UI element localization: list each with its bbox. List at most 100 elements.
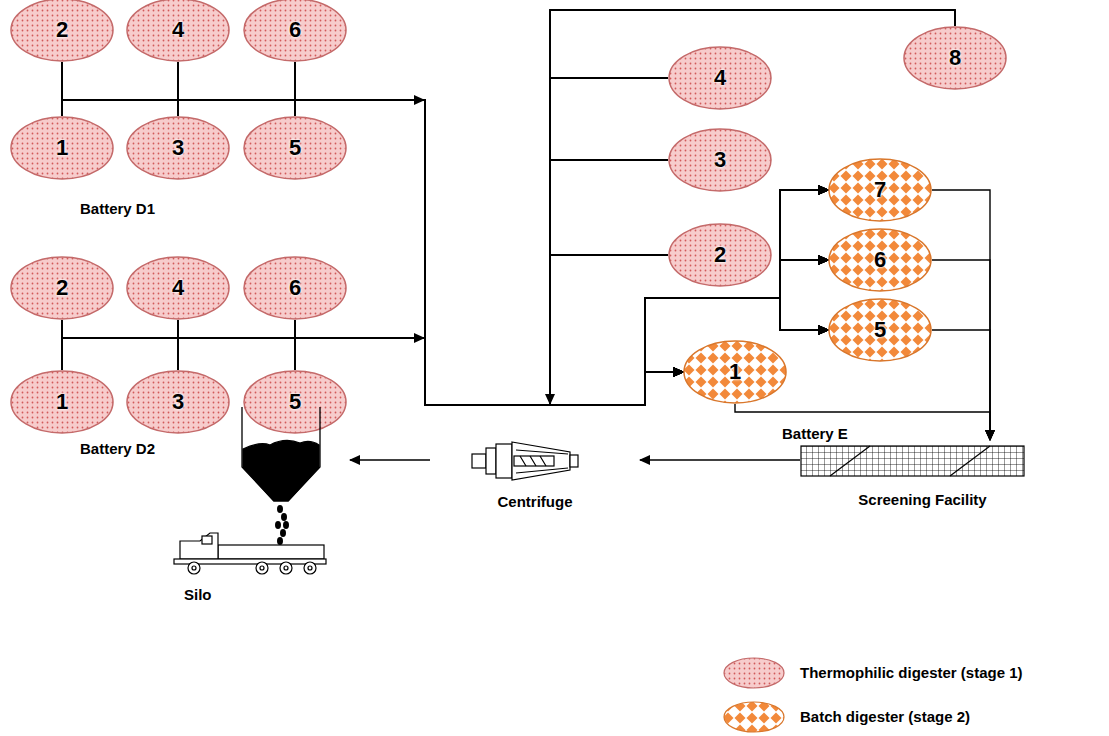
legend-text: Batch digester (stage 2) xyxy=(800,708,970,725)
digester-number: 6 xyxy=(874,247,886,273)
digester-number: 1 xyxy=(56,389,68,415)
digester-number: 2 xyxy=(714,242,726,268)
connector xyxy=(550,10,955,405)
thermophilic-digester: 4 xyxy=(126,0,230,62)
connector xyxy=(295,100,828,405)
legend-text: Thermophilic digester (stage 1) xyxy=(800,664,1023,681)
connector xyxy=(62,62,828,405)
batch-digester: 1 xyxy=(683,340,787,404)
thermophilic-digester: 1 xyxy=(10,370,114,434)
connector xyxy=(178,100,828,405)
connector xyxy=(178,100,828,405)
thermophilic-digester: 3 xyxy=(126,370,230,434)
connector xyxy=(295,62,828,405)
digester-number: 1 xyxy=(729,359,741,385)
batch-digester: 5 xyxy=(828,298,932,362)
digester-number: 3 xyxy=(172,389,184,415)
connector xyxy=(178,62,828,405)
connector xyxy=(550,190,828,405)
connector xyxy=(62,62,683,405)
connector xyxy=(550,160,683,405)
connector xyxy=(295,298,828,405)
connector xyxy=(550,78,828,405)
connector xyxy=(550,10,955,405)
connector xyxy=(295,62,683,405)
digester-number: 4 xyxy=(714,65,726,91)
connector xyxy=(178,62,828,405)
connector xyxy=(550,78,828,405)
digester-number: 6 xyxy=(289,275,301,301)
connector xyxy=(295,62,828,405)
connector xyxy=(932,330,990,440)
connector xyxy=(295,190,828,405)
connector xyxy=(295,100,683,405)
connector xyxy=(735,404,990,440)
silo-illustration xyxy=(170,405,350,603)
connector xyxy=(178,62,828,405)
connector xyxy=(62,100,828,405)
connector xyxy=(550,10,955,405)
thermophilic-digester: 8 xyxy=(903,26,1007,90)
digester-number: 6 xyxy=(289,17,301,43)
connector xyxy=(62,100,828,405)
connector xyxy=(550,160,828,405)
digester-number: 1 xyxy=(56,135,68,161)
digester-number: 4 xyxy=(172,275,184,301)
connector xyxy=(295,338,683,405)
batch-digester: 7 xyxy=(828,158,932,222)
battery-label: Battery E xyxy=(782,425,848,442)
connector xyxy=(178,100,683,405)
connector xyxy=(550,78,683,405)
legend-swatch xyxy=(722,656,786,690)
connector xyxy=(62,100,828,405)
thermophilic-digester: 4 xyxy=(126,256,230,320)
connector xyxy=(350,459,430,460)
connector xyxy=(62,62,828,405)
thermophilic-digester: 2 xyxy=(668,223,772,287)
connector xyxy=(295,298,828,405)
legend-swatch xyxy=(722,700,786,734)
thermophilic-digester: 6 xyxy=(243,0,347,62)
connector xyxy=(550,160,828,405)
connector xyxy=(295,320,683,405)
connector xyxy=(932,190,990,440)
digester-number: 3 xyxy=(172,135,184,161)
digester-number: 5 xyxy=(289,135,301,161)
digester-number: 2 xyxy=(56,17,68,43)
digester-number: 4 xyxy=(172,17,184,43)
connector xyxy=(178,100,828,405)
connector xyxy=(550,10,955,405)
digester-number: 5 xyxy=(289,389,301,415)
facility-label: Centrifuge xyxy=(430,493,640,510)
facility-label: Silo xyxy=(170,586,350,603)
connector xyxy=(295,100,828,405)
connector xyxy=(550,255,683,405)
connector xyxy=(932,260,990,440)
facility-label: Screening Facility xyxy=(800,491,1045,508)
thermophilic-digester: 1 xyxy=(10,116,114,180)
connector xyxy=(62,100,683,405)
screening-facility: Screening Facility xyxy=(800,440,1045,508)
connector xyxy=(178,62,683,405)
centrifuge: Centrifuge xyxy=(430,440,640,510)
thermophilic-digester: 2 xyxy=(10,256,114,320)
connector xyxy=(550,78,828,405)
thermophilic-digester: 5 xyxy=(243,370,347,434)
thermophilic-digester: 4 xyxy=(668,46,772,110)
thermophilic-digester: 2 xyxy=(10,0,114,62)
digester-number: 5 xyxy=(874,317,886,343)
junction-arrows xyxy=(414,95,555,405)
connector xyxy=(295,62,828,405)
connector xyxy=(550,160,828,405)
thermophilic-digester: 3 xyxy=(668,128,772,192)
digester-number: 2 xyxy=(56,275,68,301)
thermophilic-digester: 5 xyxy=(243,116,347,180)
connector xyxy=(640,459,800,460)
batch-digester: 6 xyxy=(828,228,932,292)
digester-number: 3 xyxy=(714,147,726,173)
connector xyxy=(295,190,828,405)
battery-label: Battery D1 xyxy=(80,200,155,217)
digester-number: 7 xyxy=(874,177,886,203)
